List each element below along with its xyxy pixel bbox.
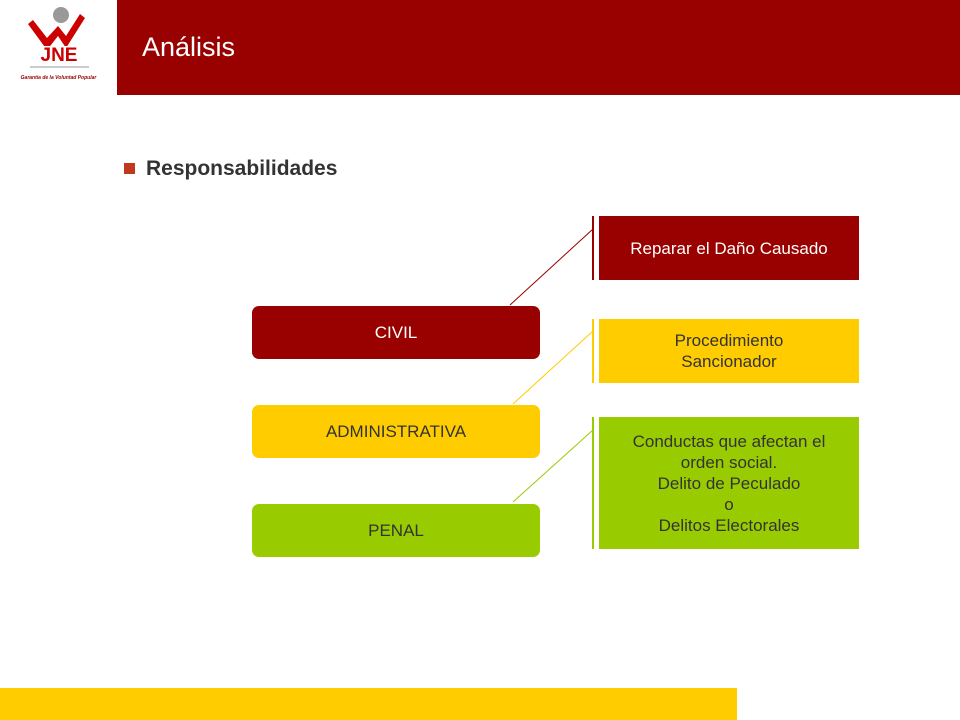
category-label: CIVIL xyxy=(374,322,418,342)
category-penal: PENAL xyxy=(252,504,540,557)
page-title: Análisis xyxy=(142,32,236,62)
detail-divider-administrativa xyxy=(592,319,594,383)
category-administrativa: ADMINISTRATIVA xyxy=(252,405,540,458)
detail-divider-penal xyxy=(592,417,594,549)
connector-administrativa xyxy=(512,330,594,405)
bullet-square-icon xyxy=(124,163,135,174)
footer-accent-bar xyxy=(0,688,737,720)
detail-civil: Reparar el Daño Causado xyxy=(599,216,859,280)
logo-text: JNE xyxy=(41,45,78,66)
jne-emblem-icon: JNE xyxy=(28,7,89,68)
logo-tagline: Garantía de la Voluntad Popular xyxy=(20,75,97,81)
section-heading: Responsabilidades xyxy=(146,157,338,180)
jne-logo: JNE Garantía de la Voluntad Popular xyxy=(0,0,117,95)
detail-text: Reparar el Daño Causado xyxy=(630,238,828,258)
category-label: ADMINISTRATIVA xyxy=(325,421,467,441)
connector-civil xyxy=(509,228,594,306)
connector-penal xyxy=(512,429,594,503)
category-label: PENAL xyxy=(368,520,424,540)
category-civil: CIVIL xyxy=(252,306,540,359)
detail-divider-civil xyxy=(592,216,594,280)
header-bar: JNE Garantía de la Voluntad Popular Anál… xyxy=(0,0,960,95)
